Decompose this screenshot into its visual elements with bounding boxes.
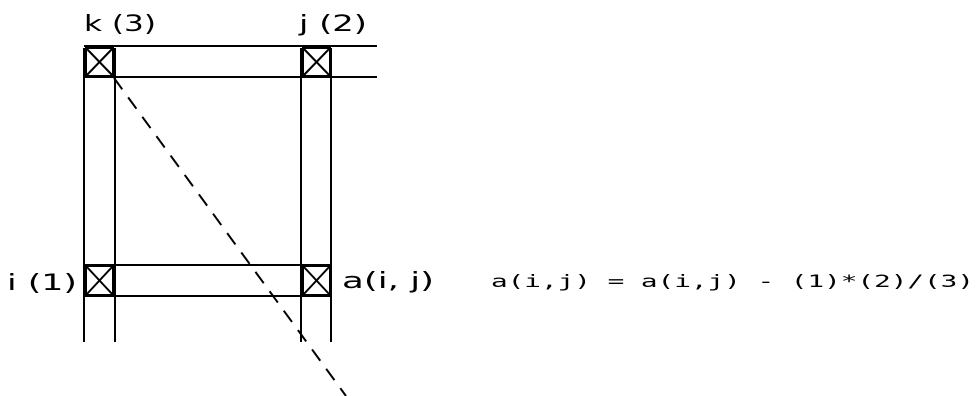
row-k-bar <box>84 45 377 78</box>
diagonal-dashed-line <box>113 77 347 396</box>
pivot-element-k <box>85 47 114 77</box>
element-j <box>302 47 331 77</box>
column-k-bar <box>83 48 116 342</box>
element-a-ij <box>302 265 331 296</box>
label-a-ij: a(i, j) <box>342 269 434 294</box>
element-i <box>85 265 114 296</box>
row-i-bar <box>83 264 332 297</box>
column-j-bar <box>300 48 332 342</box>
label-j: j (2) <box>297 12 367 37</box>
update-formula: a(i,j) = a(i,j) - (1)*(2)/(3) <box>491 272 974 292</box>
label-i: i (1) <box>7 271 77 296</box>
label-k: k (3) <box>84 12 156 37</box>
